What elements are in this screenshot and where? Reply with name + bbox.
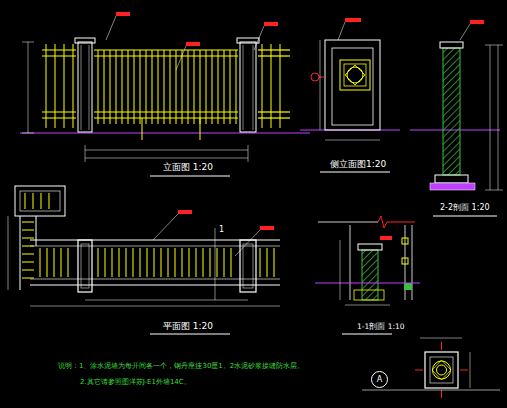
elevation-view <box>20 12 310 176</box>
callout-letter: A <box>377 375 382 384</box>
view-title: 侧立面图1:20 <box>330 160 386 170</box>
plan-view <box>8 186 280 334</box>
view-title: 1-1剖面 1:10 <box>357 323 404 331</box>
view-title: 立面图 1:20 <box>163 163 213 173</box>
note-text: 说明：1、涂水泥墙为每开间各一个，钢丹座挂30厘1。2水泥砂浆接缝防水层。 <box>58 363 304 371</box>
view-title: 平面图 1:20 <box>163 322 213 332</box>
side-elevation <box>300 18 400 172</box>
detail-callout-circle: A <box>371 371 388 388</box>
section-2-2 <box>410 20 503 216</box>
view-title: 2-2剖面 1:20 <box>440 204 490 213</box>
section-mark: 1 <box>219 226 224 235</box>
ornament-detail <box>362 338 500 398</box>
note-text: 2.其它请参照图洋苏J-E1外墙14C。 <box>80 379 191 387</box>
section-1-1 <box>315 216 420 334</box>
